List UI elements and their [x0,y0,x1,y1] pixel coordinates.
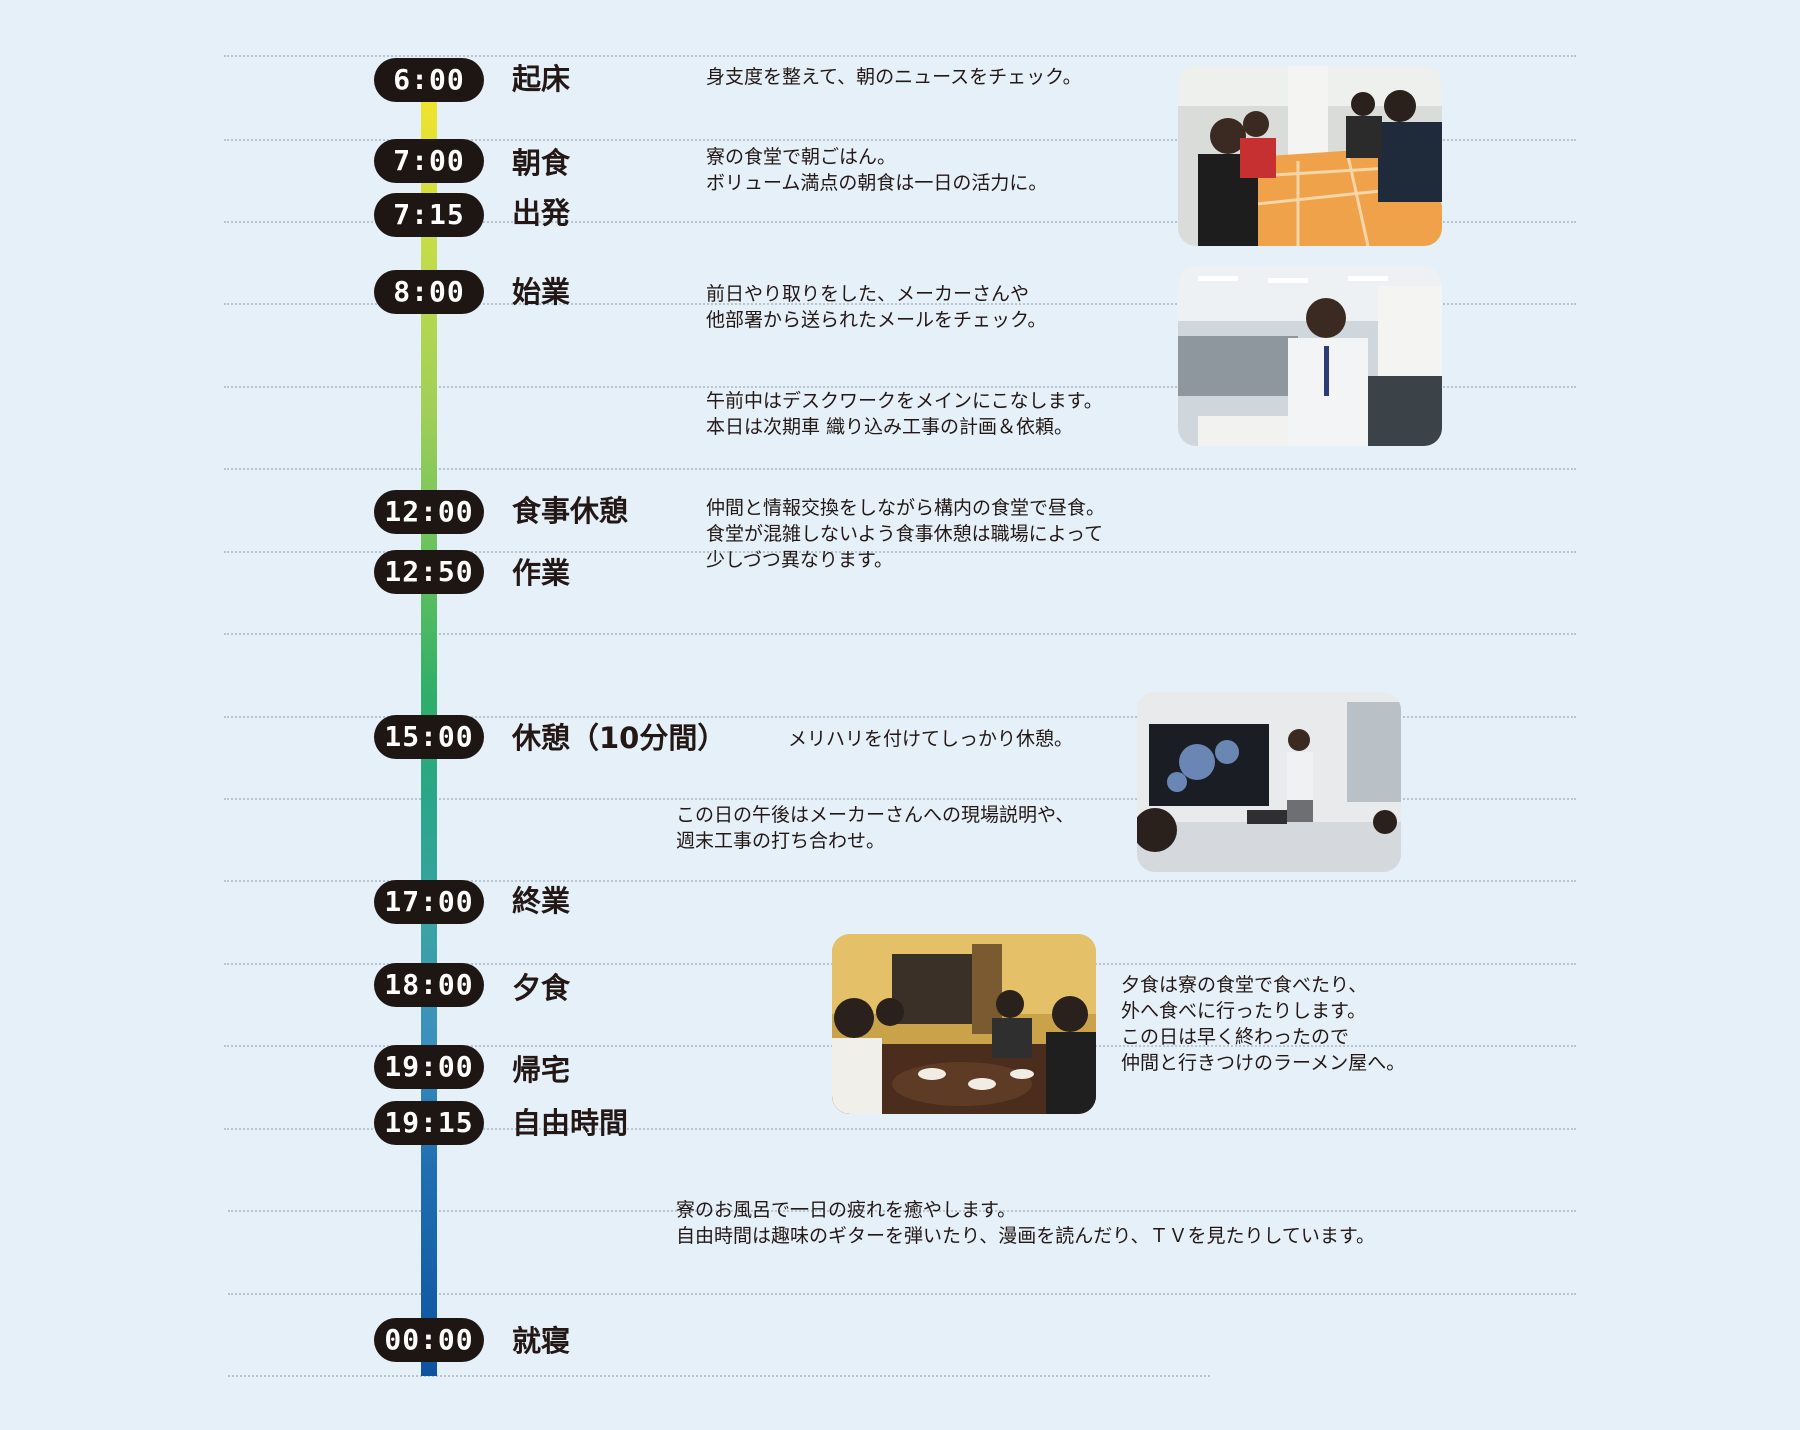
time-badge-1915: 19:15 [374,1101,484,1145]
description-dinner: 夕食は寮の食堂で食べたり、 外へ食べに行ったりします。 この日は早く終わったので… [1121,972,1405,1076]
time-badge-0000: 00:00 [374,1318,484,1362]
description-wake: 身支度を整えて、朝のニュースをチェック。 [706,64,1082,90]
time-badge-1200: 12:00 [374,490,484,534]
activity-label-return-home: 帰宅 [512,1052,570,1088]
description-start-work: 前日やり取りをした、メーカーさんや 他部署から送られたメールをチェック。 [706,281,1046,333]
description-lunch: 仲間と情報交換をしながら構内の食堂で昼食。 食堂が混雑しないよう食事休憩は職場に… [706,495,1105,573]
description-morning: 午前中はデスクワークをメインにこなします。 本日は次期車 織り込み工事の計画＆依… [706,388,1103,440]
photo-meeting-presentation [1137,692,1401,872]
activity-label-sleep: 就寝 [512,1323,570,1359]
description-afternoon: この日の午後はメーカーさんへの現場説明や、 週末工事の打ち合わせ。 [676,802,1074,854]
time-badge-1900: 19:00 [374,1045,484,1089]
activity-label-rest: 休憩（10分間） [512,720,726,756]
time-badge-1250: 12:50 [374,550,484,594]
photo-office-desk [1178,266,1442,446]
activity-label-work: 作業 [512,555,570,591]
time-badge-1800: 18:00 [374,963,484,1007]
time-badge-0700: 7:00 [374,139,484,183]
activity-label-end-work: 終業 [512,883,570,919]
activity-label-start-work: 始業 [512,274,570,310]
time-badge-1500: 15:00 [374,715,484,759]
photo-ramen-dinner [832,934,1096,1114]
activity-label-breakfast: 朝食 [512,145,570,181]
activity-label-depart: 出発 [512,195,570,231]
time-badge-0800: 8:00 [374,270,484,314]
activity-label-lunch-break: 食事休憩 [512,493,628,529]
time-badge-0600: 6:00 [374,58,484,102]
description-breakfast: 寮の食堂で朝ごはん。 ボリューム満点の朝食は一日の活力に。 [706,144,1047,196]
time-badge-0715: 7:15 [374,193,484,237]
time-badge-1700: 17:00 [374,880,484,924]
description-break: メリハリを付けてしっかり休憩。 [788,726,1073,752]
photo-breakfast-cafeteria [1178,66,1442,246]
activity-label-dinner: 夕食 [512,970,570,1006]
description-free-time: 寮のお風呂で一日の疲れを癒やします。 自由時間は趣味のギターを弾いたり、漫画を読… [676,1197,1375,1249]
activity-label-free-time: 自由時間 [512,1105,628,1141]
activity-label-wake: 起床 [512,61,570,97]
